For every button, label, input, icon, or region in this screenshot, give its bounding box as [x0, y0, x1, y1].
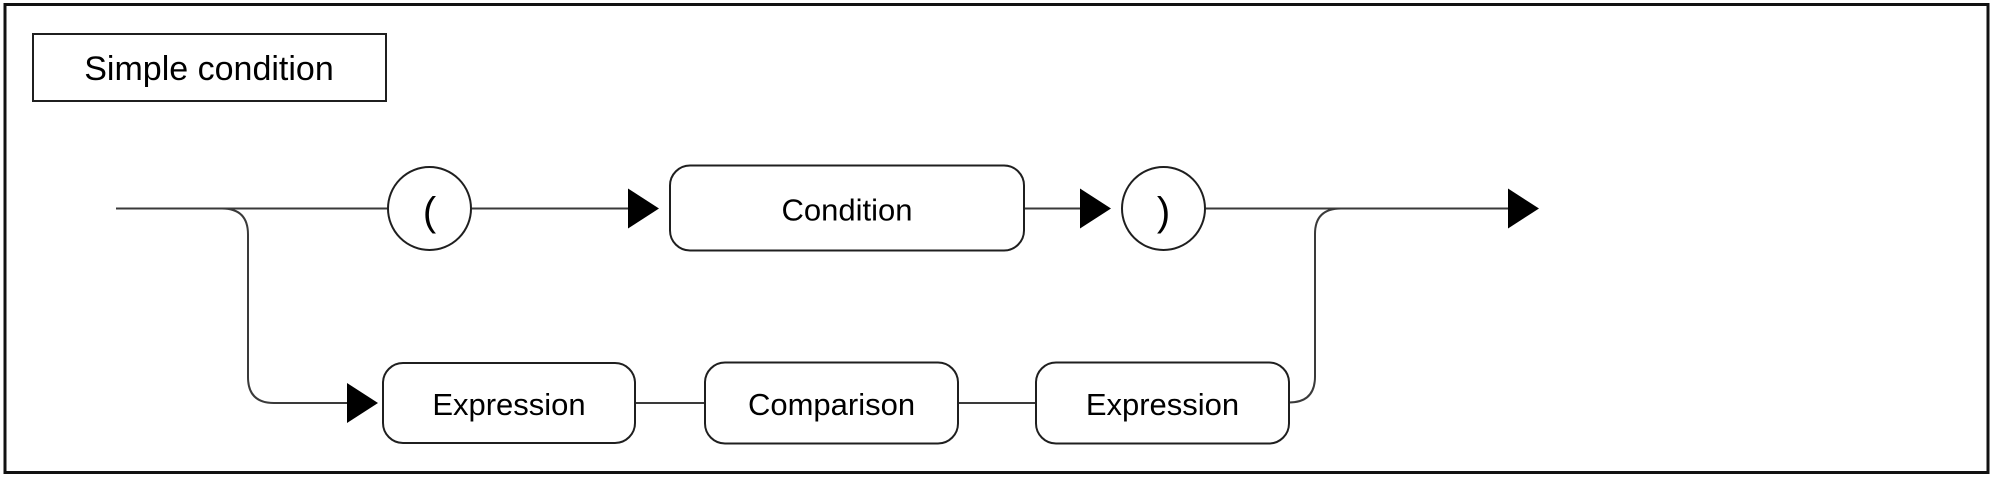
open-paren-label: (	[423, 190, 437, 234]
diagram-title: Simple condition	[84, 50, 333, 88]
terminal-close-paren: )	[1121, 166, 1206, 251]
expression-right-label: Expression	[1086, 387, 1239, 422]
nonterminal-expression-left: Expression	[382, 362, 636, 444]
title-box-border	[32, 33, 387, 102]
branch-up-connector	[1288, 207, 1342, 404]
open-paren-circle	[387, 166, 472, 251]
expression-right-box	[1035, 361, 1290, 445]
close-paren-label: )	[1157, 190, 1170, 234]
arrow-icon-diagram-end	[1508, 188, 1539, 229]
nonterminal-expression-right: Expression	[1035, 361, 1290, 445]
diagram-outer-border	[3, 3, 1990, 474]
expression-left-label: Expression	[432, 387, 585, 422]
arrow-icon-before-condition	[628, 188, 659, 229]
connector-lines	[116, 207, 1508, 404]
condition-label: Condition	[782, 193, 913, 228]
nonterminal-comparison: Comparison	[704, 361, 959, 445]
comparison-box	[704, 361, 959, 445]
arrowheads	[347, 188, 1539, 423]
comparison-label: Comparison	[748, 387, 915, 422]
close-paren-circle	[1121, 166, 1206, 251]
arrow-icon-before-close-paren	[1080, 188, 1111, 229]
nonterminal-condition: Condition	[669, 164, 1025, 252]
terminal-open-paren: (	[387, 166, 472, 251]
expression-left-box	[382, 362, 636, 444]
condition-box	[669, 164, 1025, 252]
diagram-title-box: Simple condition	[32, 33, 387, 102]
arrow-icon-before-expression	[347, 383, 378, 423]
branch-down-connector	[221, 207, 347, 404]
